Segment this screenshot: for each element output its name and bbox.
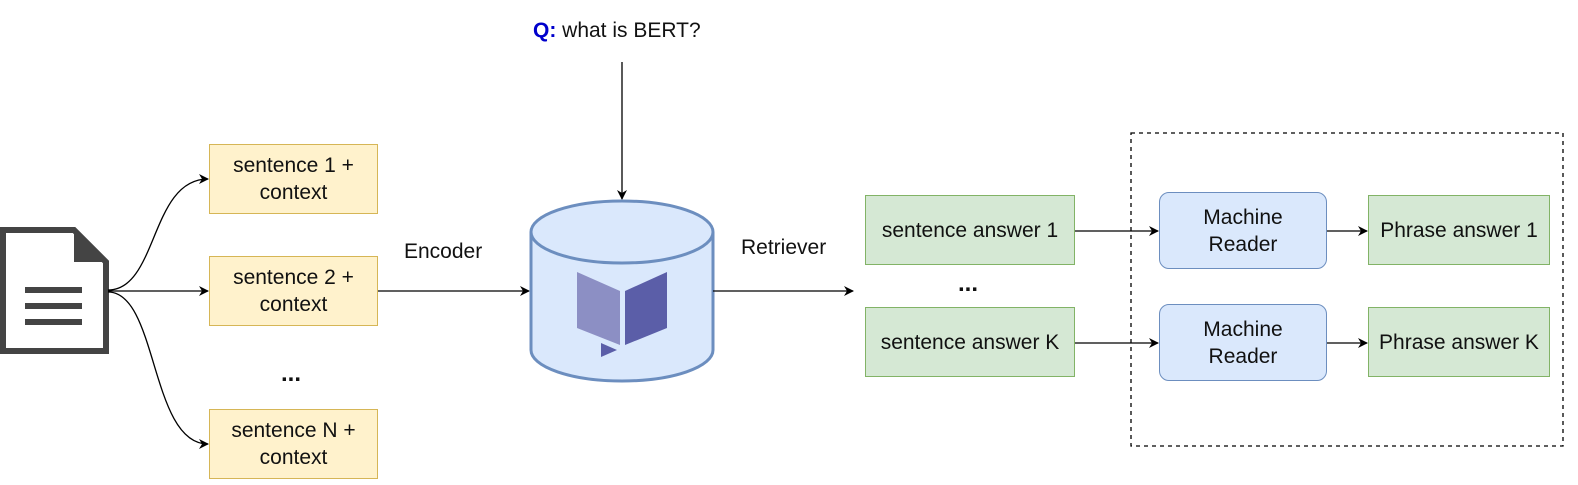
sentence-box-1-line2: context: [259, 181, 328, 204]
arrow-doc-to-sentence-1: [107, 174, 209, 291]
sentence-box-1-line1: sentence 1 +: [233, 154, 354, 177]
machine-reader-1-line2: Reader: [1208, 232, 1278, 256]
machine-reader-1-line1: Machine: [1203, 205, 1283, 229]
database-icon: [529, 199, 715, 383]
reader-region-dashed: [1130, 132, 1564, 447]
sentence-box-2-line1: sentence 2 +: [233, 266, 354, 289]
sentence-box-n-line2: context: [259, 446, 328, 469]
phrase-answer-k: Phrase answer K: [1368, 307, 1550, 377]
arrow-doc-to-sentence-n: [107, 291, 209, 449]
sentence-box-2-line2: context: [259, 293, 328, 316]
sentence-box-1: sentence 1 + context: [209, 144, 378, 214]
answer-ellipsis: ...: [958, 270, 979, 297]
question-prefix: Q:: [533, 19, 557, 42]
document-icon: [0, 227, 109, 354]
machine-reader-1: Machine Reader: [1159, 192, 1327, 269]
sentence-box-2: sentence 2 + context: [209, 256, 378, 326]
machine-reader-k-line1: Machine: [1203, 317, 1283, 341]
sentence-answer-1: sentence answer 1: [865, 195, 1075, 265]
sentence-answer-k: sentence answer K: [865, 307, 1075, 377]
machine-reader-k-line2: Reader: [1208, 344, 1278, 368]
encoder-label: Encoder: [404, 240, 483, 263]
question-text: what is BERT?: [556, 19, 701, 42]
open-book-logo: [577, 272, 667, 357]
question-label: Q: what is BERT?: [533, 19, 701, 43]
phrase-answer-1: Phrase answer 1: [1368, 195, 1550, 265]
sentence-box-n: sentence N + context: [209, 409, 378, 479]
sentence-ellipsis: ...: [281, 360, 302, 387]
retriever-label: Retriever: [741, 236, 827, 259]
machine-reader-k: Machine Reader: [1159, 304, 1327, 381]
sentence-box-n-line1: sentence N +: [231, 419, 356, 442]
